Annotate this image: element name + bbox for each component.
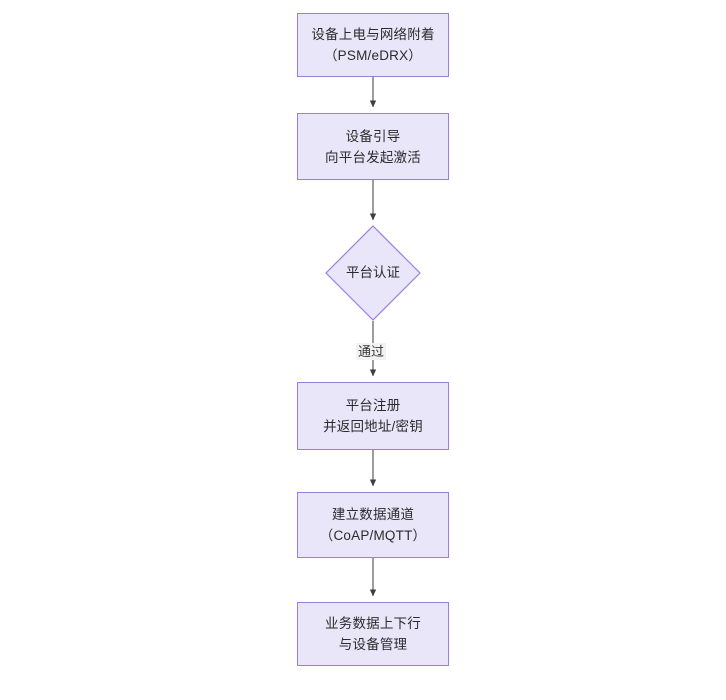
node-label-line: （PSM/eDRX） <box>323 48 423 63</box>
node-platform-auth-decision[interactable]: 平台认证 <box>325 225 421 321</box>
node-label-line: 平台认证 <box>346 265 400 280</box>
diamond-shape <box>325 225 421 321</box>
node-label-line: 与设备管理 <box>338 637 408 652</box>
node-device-power-on[interactable]: 设备上电与网络附着 （PSM/eDRX） <box>297 13 449 77</box>
node-label-line: 业务数据上下行 <box>325 616 421 631</box>
edge-label-pass: 通过 <box>356 343 387 360</box>
node-platform-register[interactable]: 平台注册 并返回地址/密钥 <box>297 382 449 450</box>
node-label-line: 建立数据通道 <box>331 507 415 522</box>
node-label-line: 设备引导 <box>345 128 401 144</box>
node-device-bootstrap[interactable]: 设备引导 向平台发起激活 <box>297 113 449 180</box>
node-label-line: 向平台发起激活 <box>325 149 421 165</box>
node-business-data-and-device-management[interactable]: 业务数据上下行 与设备管理 <box>297 602 449 666</box>
edge-label-text: 通过 <box>358 344 385 359</box>
node-label-line: 设备上电与网络附着 <box>311 27 435 42</box>
node-label-line: （CoAP/MQTT） <box>319 528 427 543</box>
node-label-line: 平台注册 <box>345 398 401 413</box>
node-establish-data-channel[interactable]: 建立数据通道 （CoAP/MQTT） <box>297 492 449 558</box>
node-label-line: 并返回地址/密钥 <box>323 419 423 434</box>
diamond-label: 平台认证 <box>325 225 421 321</box>
